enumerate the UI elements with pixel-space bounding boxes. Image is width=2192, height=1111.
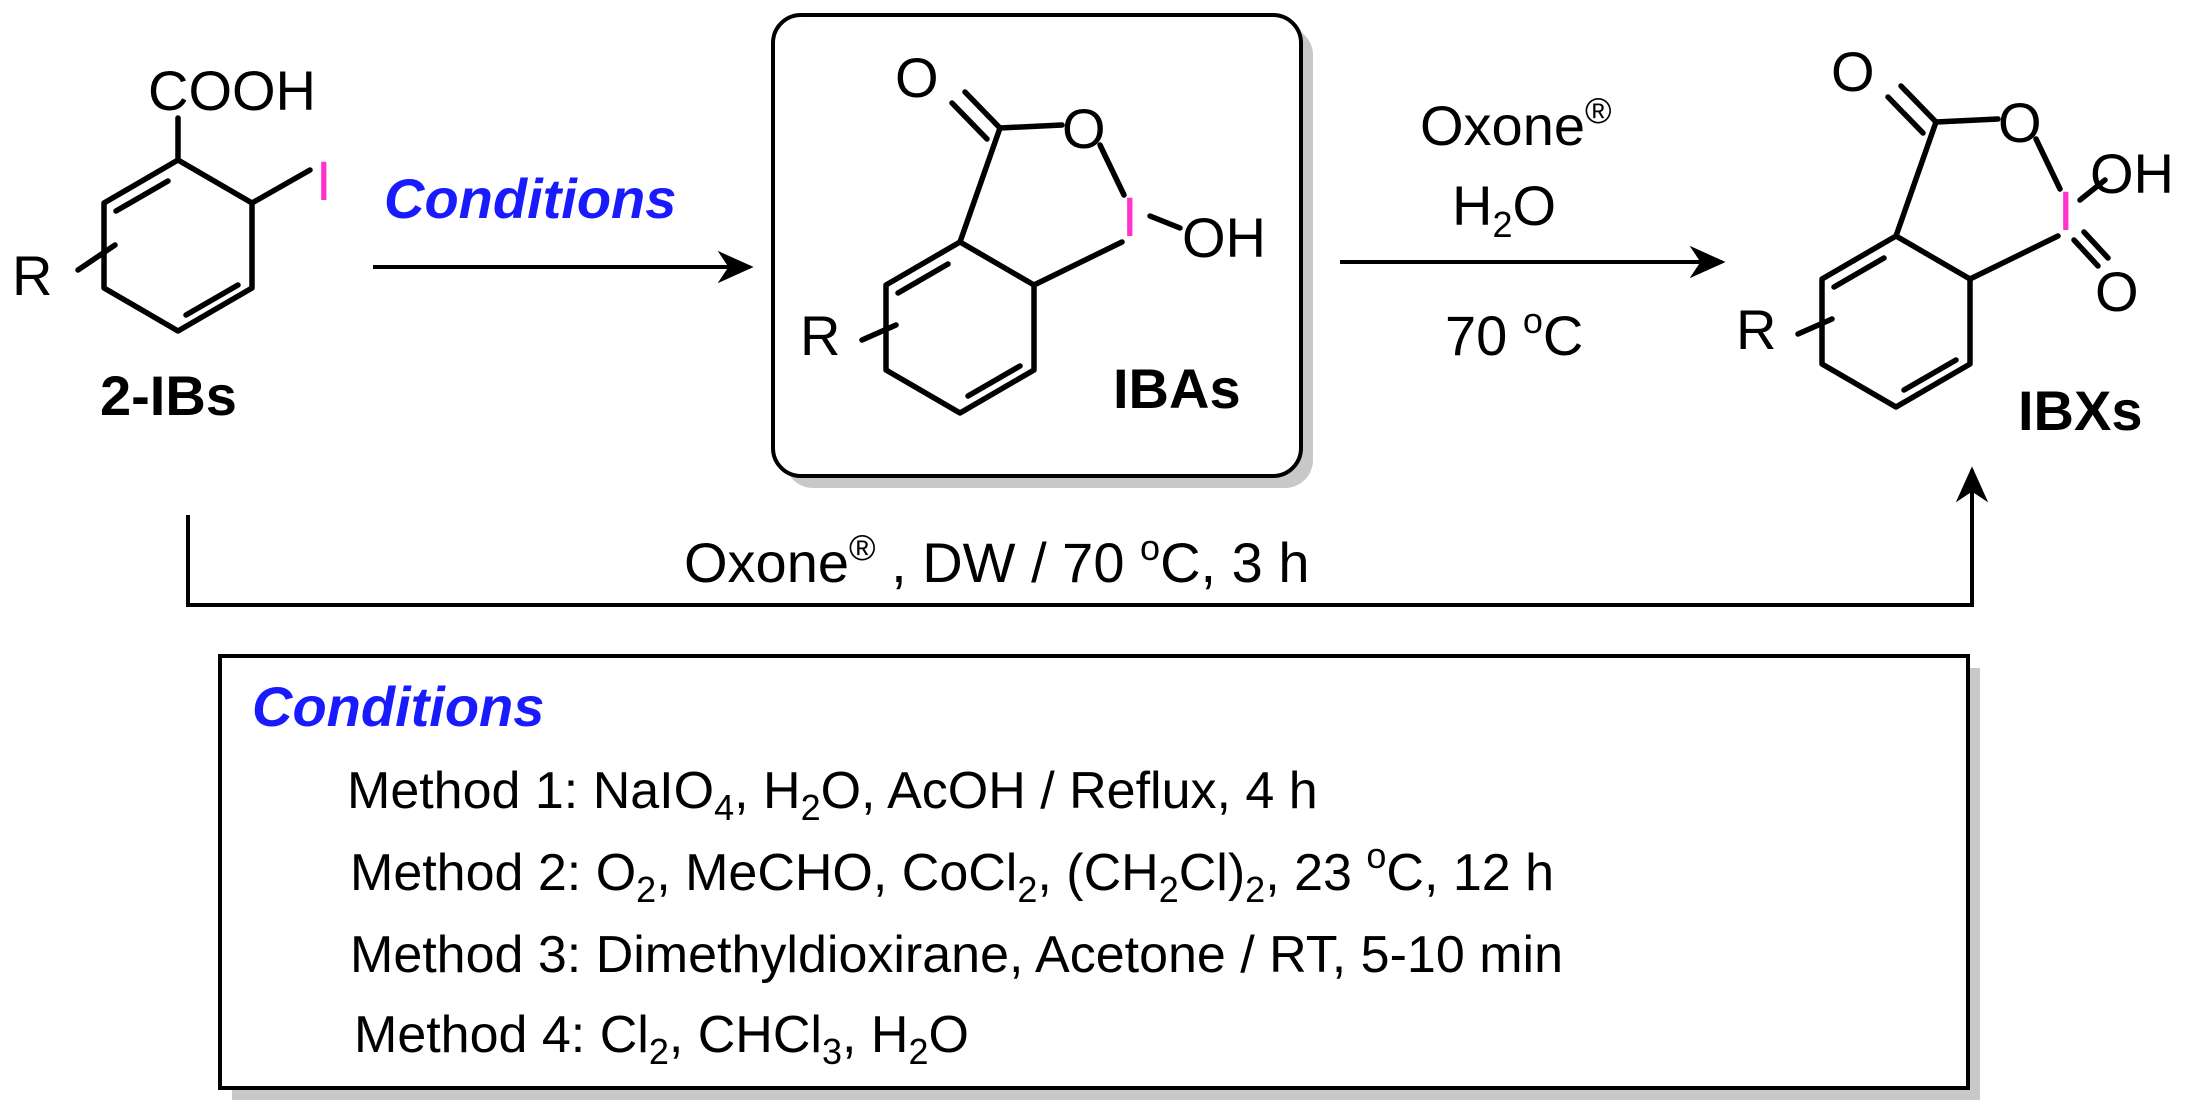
temperature: 70 oC bbox=[1445, 300, 1583, 367]
iodine-atom: I bbox=[1122, 185, 1138, 248]
oxo-oxygen: O bbox=[2095, 260, 2139, 323]
ibas-box bbox=[771, 13, 1303, 478]
compound-label-ibxs: IBXs bbox=[2018, 379, 2143, 442]
method-4: Method 4: Cl2, CHCl3, H2O bbox=[354, 1006, 969, 1072]
compound-label-2-ibs: 2-IBs bbox=[100, 364, 237, 427]
compound-2-ibs: COOH I R 2-IBs bbox=[12, 59, 332, 427]
ibas-skeleton bbox=[859, 89, 1183, 416]
method-1: Method 1: NaIO4, H2O, AcOH / Reflux, 4 h bbox=[347, 762, 1318, 828]
arrow-label-conditions: Conditions bbox=[384, 167, 676, 230]
iodine-atom: I bbox=[316, 149, 332, 212]
compound-ibxs: O O I OH O R IBXs bbox=[1736, 40, 2174, 442]
arrow-step-1: Conditions bbox=[373, 167, 754, 284]
conditions-box-frame bbox=[218, 654, 1970, 1090]
hydroxyl-group: OH bbox=[1182, 206, 1266, 269]
ring-oxygen: O bbox=[1998, 91, 2042, 154]
benzene-ring-2-ibs bbox=[75, 115, 313, 334]
compound-ibas: O O I OH R IBAs bbox=[771, 13, 1313, 488]
hydroxyl-group: OH bbox=[2090, 142, 2174, 205]
solvent-water: H2O bbox=[1452, 174, 1556, 245]
compound-label-ibas: IBAs bbox=[1113, 357, 1241, 420]
r-substituent: R bbox=[1736, 298, 1776, 361]
carbonyl-oxygen: O bbox=[1831, 40, 1875, 103]
conditions-box: Conditions Method 1: NaIO4, H2O, AcOH / … bbox=[218, 654, 1980, 1100]
arrow-direct-route: Oxone® , DW / 70 oC, 3 h bbox=[186, 466, 1989, 607]
r-substituent: R bbox=[800, 304, 840, 367]
reagent-oxone: Oxone® bbox=[1420, 90, 1612, 157]
r-substituent: R bbox=[12, 244, 52, 307]
carbonyl-oxygen: O bbox=[895, 46, 939, 109]
conditions-title: Conditions bbox=[252, 675, 544, 738]
iodine-atom: I bbox=[2058, 179, 2074, 242]
direct-route-conditions: Oxone® , DW / 70 oC, 3 h bbox=[684, 527, 1309, 594]
ibxs-skeleton bbox=[1795, 83, 2111, 410]
cooh-group: COOH bbox=[148, 59, 316, 122]
ring-oxygen: O bbox=[1062, 97, 1106, 160]
method-3: Method 3: Dimethyldioxirane, Acetone / R… bbox=[350, 926, 1563, 984]
arrow-step-2: Oxone® H2O 70 oC bbox=[1340, 90, 1726, 367]
method-2: Method 2: O2, MeCHO, CoCl2, (CH2Cl)2, 23… bbox=[350, 835, 1554, 910]
